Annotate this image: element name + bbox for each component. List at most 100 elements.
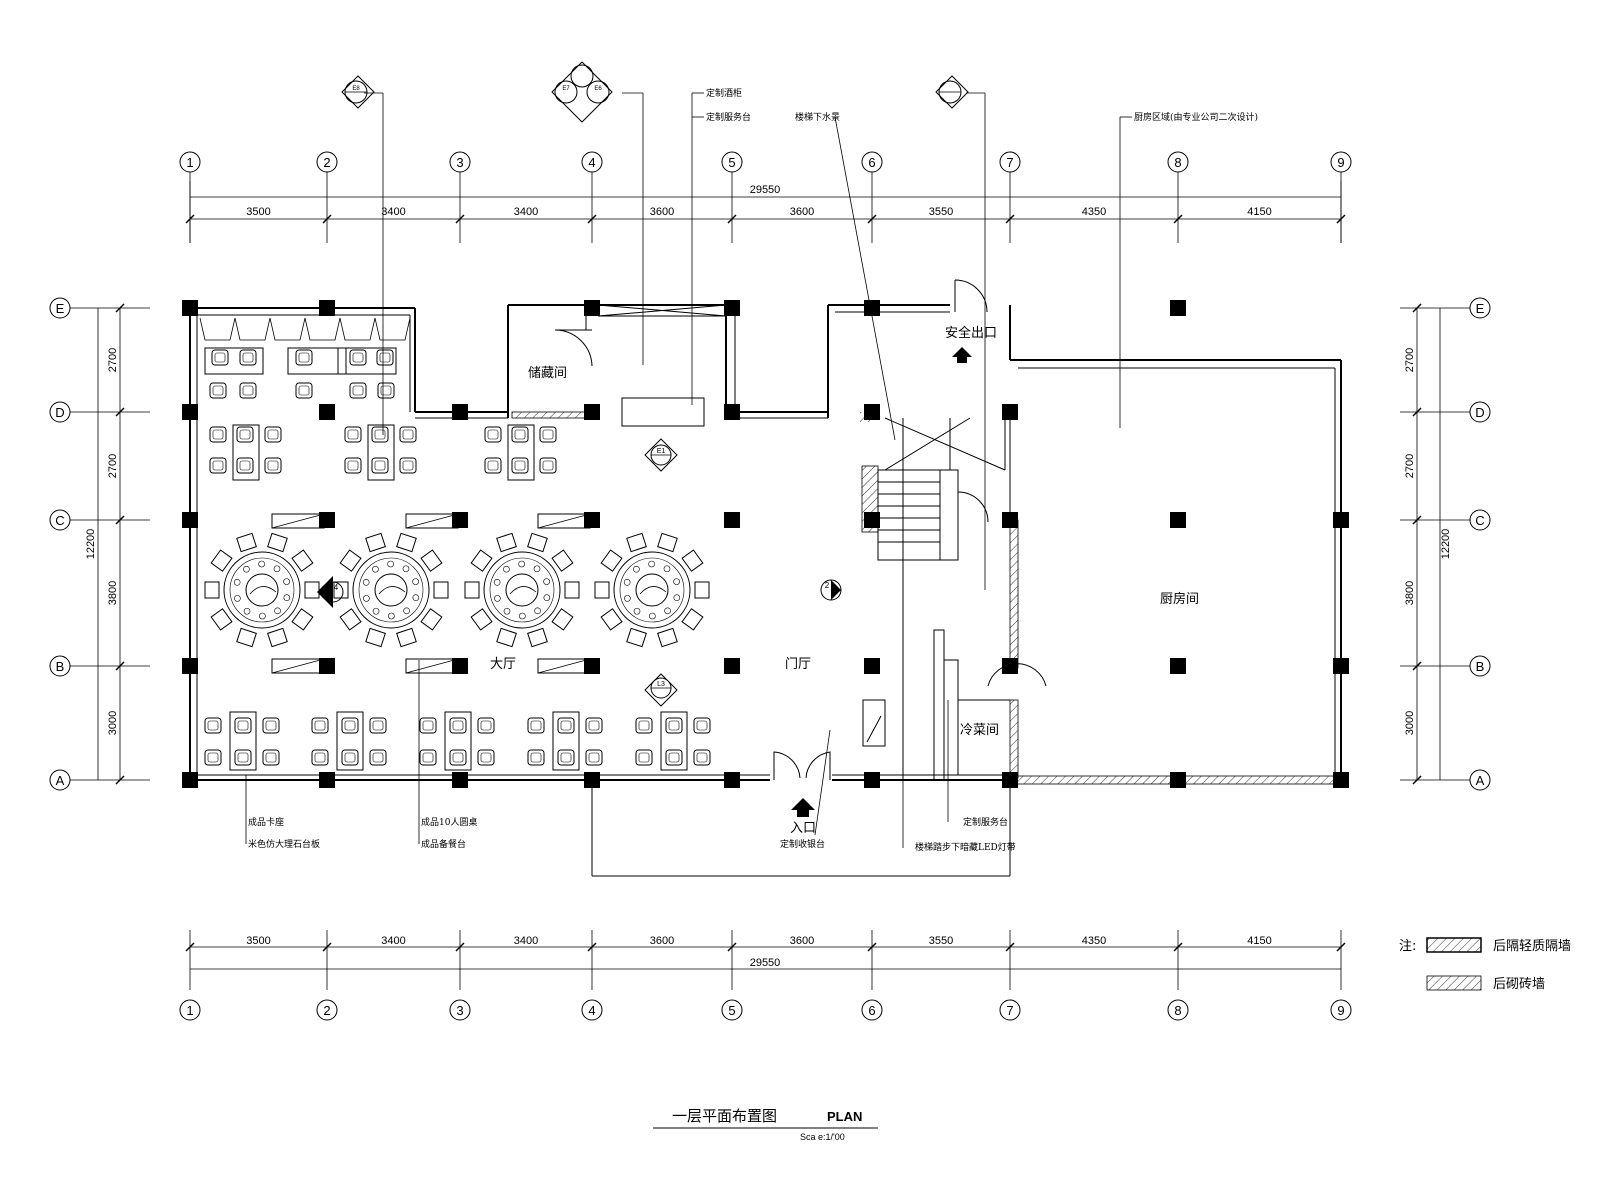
section-marker-e8: E8: [341, 75, 375, 109]
round-chair-52: [470, 608, 493, 631]
round-table-0: [223, 551, 301, 629]
svg-text:C: C: [1475, 513, 1484, 528]
axis-bubble-right-E: E: [1469, 297, 1491, 319]
column-8: [452, 404, 468, 420]
chair-78: [369, 717, 387, 734]
column-11: [864, 404, 880, 420]
top-dimension-4: 3600: [790, 206, 814, 218]
chair-82: [449, 717, 467, 734]
column-17: [724, 512, 740, 528]
chair-75: [311, 749, 329, 766]
booth-4: [339, 317, 376, 341]
column-23: [319, 658, 335, 674]
round-chair-30: [267, 627, 288, 648]
room-cold-dish: 冷菜间: [960, 723, 999, 738]
note-service-counter2: 定制服务台: [963, 816, 1008, 828]
column-6: [182, 404, 198, 420]
axis-bubble-top-9: 9: [1330, 151, 1352, 173]
chair-20: [399, 426, 417, 443]
chair-14: [264, 426, 282, 443]
entrance-arrow-icon: [791, 798, 815, 810]
chair-4: [376, 349, 394, 366]
chair-3: [349, 349, 367, 366]
chair-2: [295, 349, 313, 366]
svg-text:2: 2: [825, 581, 830, 590]
axis-bubble-bottom-4: 4: [581, 999, 603, 1021]
side-board-1: [405, 513, 459, 529]
svg-text:C: C: [55, 513, 64, 528]
round-chair-55: [496, 532, 517, 553]
round-chair-67: [681, 549, 704, 572]
top-dimension-1: 3400: [381, 206, 405, 218]
column-10: [724, 404, 740, 420]
axis-bubble-bottom-3: 3: [449, 999, 471, 1021]
column-30: [1333, 658, 1349, 674]
svg-text:E: E: [1476, 301, 1485, 316]
bottom-dimension-4: 3600: [790, 935, 814, 947]
side-board-5: [537, 658, 591, 674]
bottom-dimension-6: 4350: [1082, 935, 1106, 947]
round-chair-39: [420, 608, 443, 631]
chair-27: [539, 457, 557, 474]
column-25: [584, 658, 600, 674]
round-table-3: [613, 551, 691, 629]
section-marker-4: 4: [317, 576, 344, 608]
side-board-2: [537, 513, 591, 529]
four-seat-table-bottom-4: [660, 711, 688, 771]
column-33: [452, 772, 468, 788]
round-chair-38: [433, 581, 449, 599]
axis-bubble-top-7: 7: [999, 151, 1021, 173]
svg-text:6: 6: [868, 1003, 875, 1018]
svg-text:D: D: [55, 405, 64, 420]
chair-22: [484, 426, 502, 443]
axis-bubble-right-D: D: [1469, 401, 1491, 423]
right-dimension-2: 3800: [1404, 581, 1416, 605]
building-walls: [189, 279, 1342, 877]
axis-bubble-bottom-7: 7: [999, 999, 1021, 1021]
four-seat-table-top-2: [507, 424, 535, 481]
chair-23: [484, 457, 502, 474]
chair-86: [527, 717, 545, 734]
svg-text:B: B: [1476, 659, 1485, 674]
chair-5: [209, 382, 227, 399]
chair-15: [264, 457, 282, 474]
axis-bubble-top-5: 5: [721, 151, 743, 173]
axis-bubble-left-D: D: [49, 401, 71, 423]
chair-90: [585, 717, 603, 734]
chair-77: [341, 749, 359, 766]
axis-bubble-bottom-8: 8: [1167, 999, 1189, 1021]
svg-text:3: 3: [456, 1003, 463, 1018]
column-32: [319, 772, 335, 788]
bottom-total-dimension: 29550: [750, 957, 781, 969]
column-18: [864, 512, 880, 528]
round-chair-37: [291, 549, 314, 572]
axis-bubble-left-E: E: [49, 297, 71, 319]
drawing-title-en: PLAN: [827, 1109, 862, 1124]
column-26: [724, 658, 740, 674]
chair-87: [527, 749, 545, 766]
round-chair-66: [657, 532, 678, 553]
column-35: [724, 772, 740, 788]
round-table-1: [352, 551, 430, 629]
svg-text:L3: L3: [657, 681, 665, 688]
bottom-dimension-3: 3600: [650, 935, 674, 947]
round-chair-54: [470, 549, 493, 572]
note-rice-board: 米色仿大理石台板: [248, 838, 320, 850]
note-kitchen-area: 厨房区域(由专业公司二次设计): [1134, 111, 1258, 123]
four-seat-table-bottom-3: [552, 711, 580, 771]
drawing-scale: Sca e:1/'00: [800, 1132, 845, 1142]
column-15: [452, 512, 468, 528]
column-38: [1170, 772, 1186, 788]
top-dimension-7: 4150: [1247, 206, 1271, 218]
axis-bubble-left-C: C: [49, 509, 71, 531]
chair-12: [236, 426, 254, 443]
round-chair-36: [267, 532, 288, 553]
round-chair-28: [304, 581, 320, 599]
chair-13: [236, 457, 254, 474]
left-total-dimension: 12200: [85, 529, 97, 560]
room-kitchen: 厨房间: [1160, 591, 1199, 607]
round-chair-56: [527, 532, 548, 553]
